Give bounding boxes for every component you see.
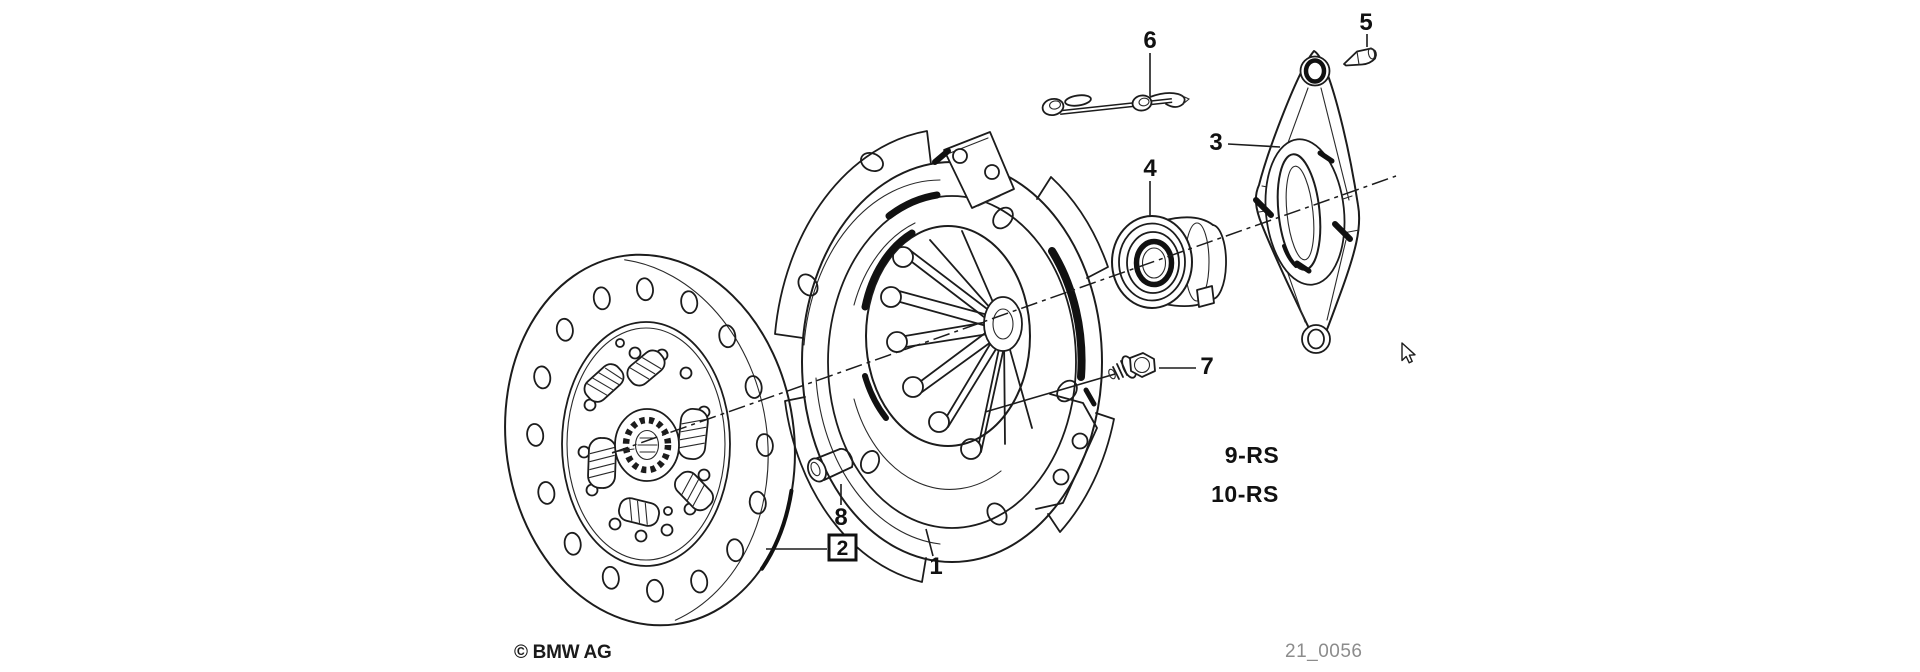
callout-3[interactable]: 3: [1209, 129, 1222, 156]
retaining-spring-drawing: [1041, 92, 1191, 117]
callout-2[interactable]: 2: [837, 537, 849, 560]
release-bearing-drawing: [1111, 215, 1227, 309]
callout-9-rs[interactable]: 9-RS: [1225, 442, 1279, 468]
assembly-centerline: [611, 175, 1397, 454]
callout-2-box[interactable]: [827, 533, 858, 562]
pressure-plate-drawing: [774, 130, 1116, 583]
callout-8[interactable]: 8: [834, 504, 847, 531]
taper-pin-drawing: [1343, 47, 1377, 67]
callout-5[interactable]: 5: [1359, 9, 1372, 36]
bolt-alignment-line: [984, 373, 1116, 413]
callout-4[interactable]: 4: [1143, 155, 1157, 182]
callout-1[interactable]: 1: [929, 553, 942, 580]
callout-6[interactable]: 6: [1143, 27, 1156, 54]
release-lever-drawing: [1253, 50, 1361, 354]
dowel-pin-drawing: [807, 447, 854, 483]
splined-hub: [612, 408, 680, 482]
copyright-text: © BMW AG: [514, 642, 611, 663]
damper-springs: [583, 349, 714, 527]
callout-10-rs[interactable]: 10-RS: [1211, 481, 1279, 507]
hex-bolt-drawing: [1108, 352, 1156, 380]
cover-bolt-holes: [797, 151, 1078, 526]
callout-7[interactable]: 7: [1200, 353, 1213, 380]
diaphragm-fingers: [880, 230, 1033, 460]
drawing-number: 21_0056: [1285, 641, 1362, 662]
cover-strap: [943, 131, 1015, 209]
mouse-cursor-icon: [1401, 342, 1416, 364]
callout-leaders: [766, 34, 1368, 557]
